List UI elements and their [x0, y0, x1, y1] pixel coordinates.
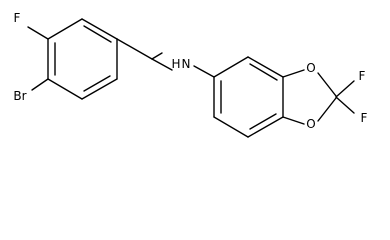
bond [81, 18, 118, 40]
bond [151, 52, 163, 60]
bond [151, 58, 173, 71]
bond [247, 116, 284, 138]
aromatic-bond [83, 75, 111, 92]
bond-to-fluorine [335, 80, 355, 98]
bond [282, 116, 305, 125]
bond [282, 69, 305, 78]
atom-label-bromine: Br [13, 89, 26, 103]
atom-label-oxygen: O [306, 117, 315, 131]
atom-label-amine-h: H [171, 57, 180, 71]
atom-label-amine-n: N [182, 57, 191, 71]
bond [47, 78, 83, 100]
bond [317, 97, 337, 122]
bond-to-bromine [31, 78, 49, 91]
structure-drawing: F Br H N O O F F [13, 11, 368, 138]
bond-to-fluorine [335, 96, 355, 114]
bond [247, 56, 284, 78]
aromatic-bond [83, 25, 112, 43]
atom-label-fluorine: F [361, 111, 368, 125]
bond [213, 116, 249, 138]
bond [116, 38, 153, 60]
aromatic-bond [249, 63, 278, 81]
bond [213, 56, 249, 78]
bond [47, 18, 83, 40]
molecule-canvas: F Br H N O O F F [13, 11, 368, 138]
bond-to-fluorine [27, 26, 49, 40]
aromatic-bond [249, 113, 277, 130]
bond [317, 72, 337, 97]
bond [193, 65, 215, 78]
atom-label-oxygen: O [306, 61, 315, 75]
atom-label-fluorine: F [359, 69, 366, 83]
atom-label-fluorine: F [14, 11, 21, 25]
bond [81, 78, 118, 100]
